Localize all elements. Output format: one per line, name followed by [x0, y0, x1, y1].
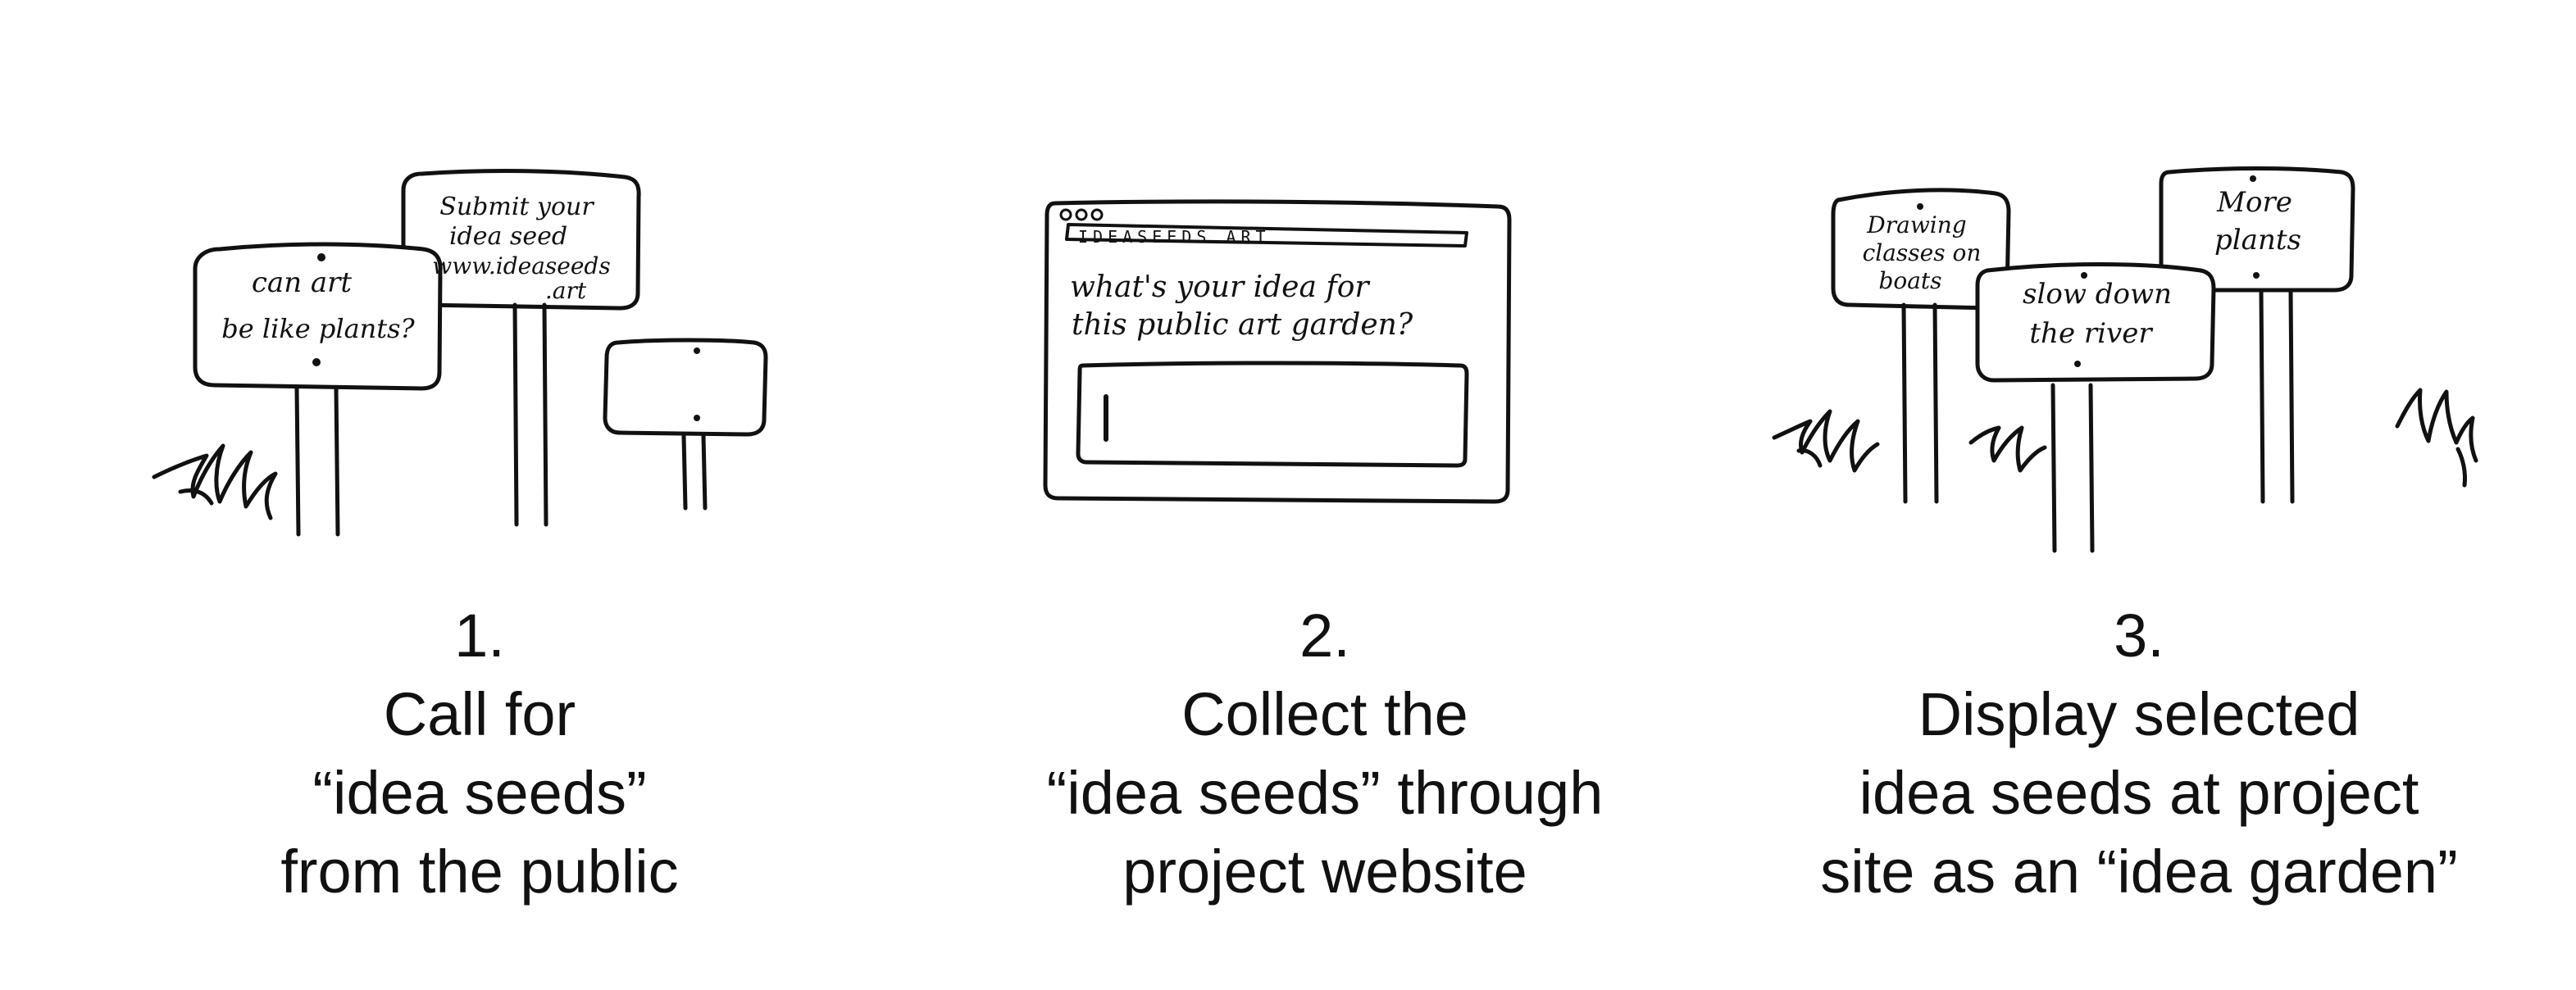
right-sign-post	[681, 434, 708, 511]
step-3-caption: 3. Display selected idea seeds at projec…	[1717, 597, 2561, 911]
grass-tuft	[2395, 388, 2478, 463]
url-text: IDEASEEDS.ART	[1078, 227, 1271, 247]
step-3-panel: Drawing classes on boats slow down the r…	[1717, 0, 2576, 990]
caption-line: from the public	[280, 838, 679, 906]
right-sign-board	[2159, 166, 2355, 293]
caption-line: Call for	[383, 680, 576, 748]
prompt-line-1: what's your idea for	[1070, 270, 1370, 304]
left-sign-post	[1901, 302, 1939, 504]
left-sign-line-3: boats	[1878, 267, 1941, 294]
left-sign-board	[193, 242, 443, 391]
right-sign-post	[2259, 288, 2295, 504]
idea-input-box	[1076, 361, 1469, 468]
left-sign-line-2: classes on	[1863, 239, 1982, 266]
middle-sign-board	[401, 169, 641, 311]
middle-sign-line-1: slow down	[2023, 278, 2172, 311]
grass-tuft	[1968, 425, 2047, 473]
caption-line: Collect the	[1181, 680, 1468, 748]
caption-line: Display selected	[1918, 680, 2360, 748]
left-sign-line-1: can art	[252, 266, 353, 299]
right-sign-line-2: plants	[2214, 224, 2301, 257]
caption-line: idea seeds at project	[1859, 759, 2419, 827]
step-number: 3.	[2114, 602, 2164, 670]
left-sign-line-2: be like plants?	[221, 313, 415, 344]
step-number: 2.	[1299, 602, 1350, 670]
caption-line: “idea seeds” through	[1046, 759, 1604, 827]
right-sign-board	[603, 338, 768, 437]
step-number: 1.	[454, 602, 505, 670]
grass-tuft	[152, 443, 278, 520]
step-1-illustration: Submit your idea seed www.ideaseeds .art…	[152, 169, 768, 537]
step-1-caption: 1. Call for “idea seeds” from the public	[148, 597, 812, 911]
caption-line: site as an “idea garden”	[1820, 838, 2458, 906]
caption-line: project website	[1122, 838, 1527, 906]
middle-sign-line-2: the river	[2029, 317, 2153, 350]
middle-sign-line-4: .art	[545, 277, 587, 304]
right-sign-line-1: More	[2216, 186, 2292, 219]
middle-sign-post	[2050, 383, 2095, 553]
step-2-caption: 2. Collect the “idea seeds” through proj…	[944, 597, 1706, 911]
step-3-illustration: Drawing classes on boats slow down the r…	[1772, 166, 2478, 553]
left-sign-line-1: Drawing	[1866, 211, 1966, 238]
step-2-illustration: IDEASEEDS.ART what's your idea for this …	[1043, 199, 1512, 504]
window-dot-icon	[1075, 208, 1088, 221]
caption-line: “idea seeds”	[312, 759, 647, 827]
prompt-line-2: this public art garden?	[1072, 308, 1413, 342]
step-1-panel: Submit your idea seed www.ideaseeds .art…	[0, 0, 858, 990]
middle-sign-post	[512, 302, 548, 527]
grass-tuft	[1772, 409, 1880, 473]
middle-sign-line-1: Submit your	[439, 193, 594, 221]
browser-window	[1043, 199, 1512, 504]
left-sign-post	[294, 386, 340, 537]
middle-sign-line-3: www.ideaseeds	[432, 252, 610, 279]
url-bar	[1065, 223, 1468, 248]
window-dot-icon	[1059, 208, 1072, 221]
middle-sign-board	[1975, 262, 2216, 383]
window-dot-icon	[1090, 208, 1104, 221]
step-2-panel: IDEASEEDS.ART what's your idea for this …	[858, 0, 1717, 990]
middle-sign-line-2: idea seed	[449, 222, 567, 251]
